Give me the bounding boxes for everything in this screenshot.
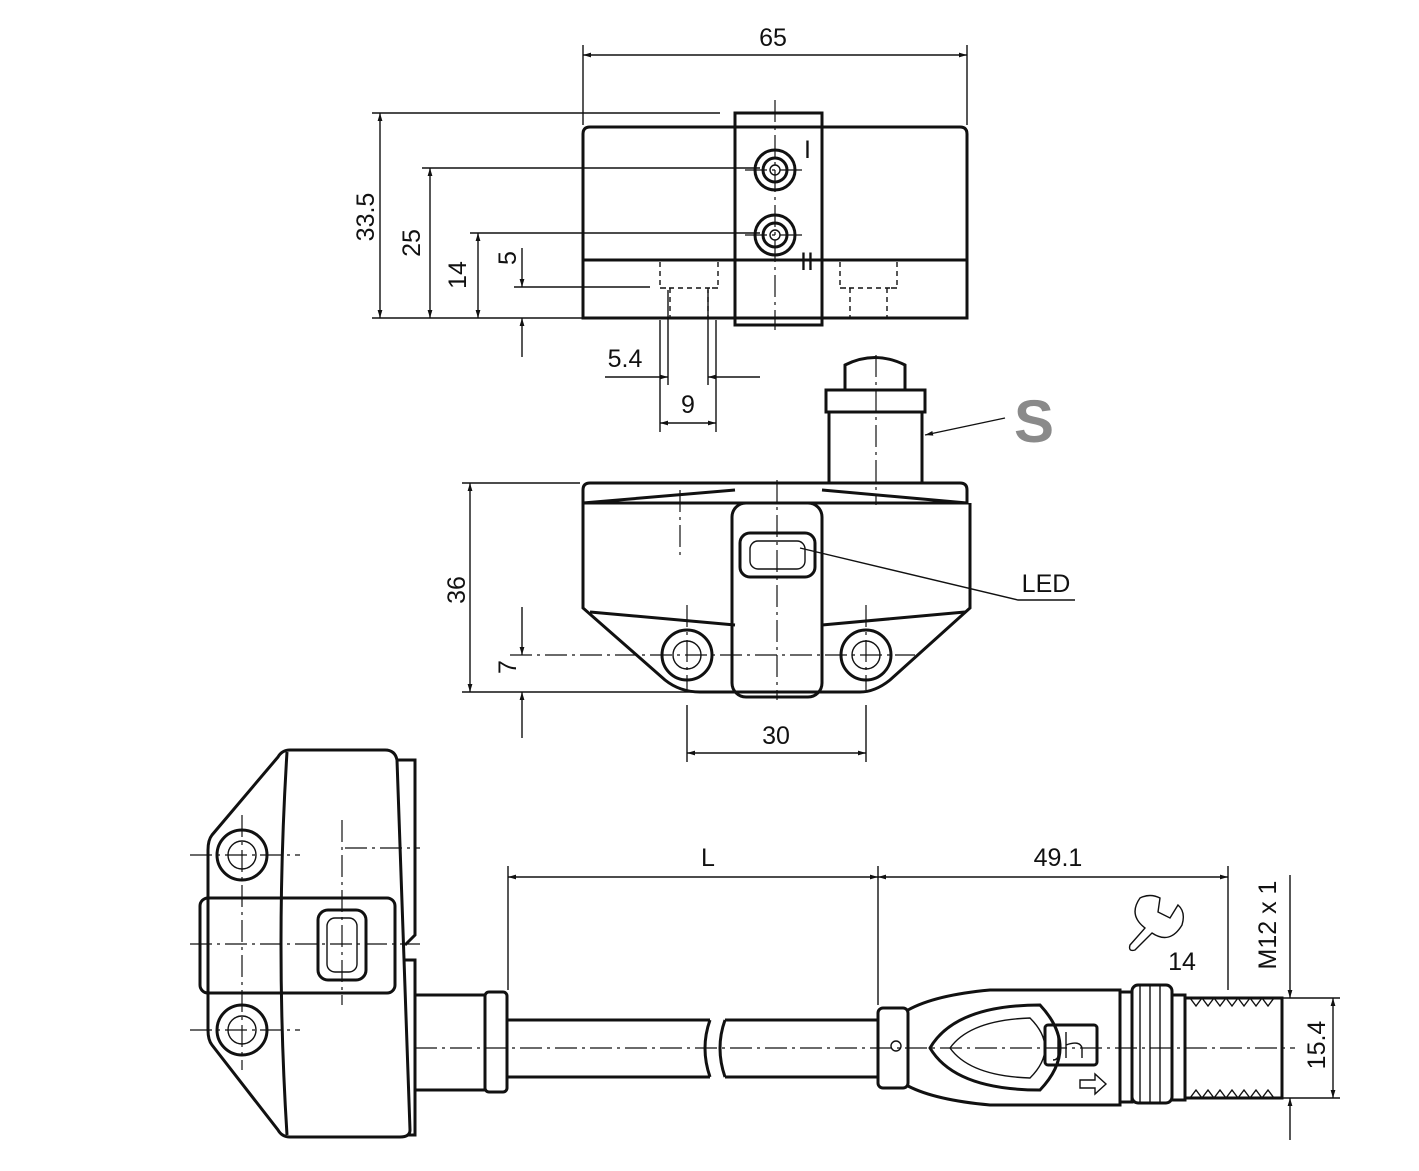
dim-counterbore: 9 [681,391,695,419]
dim-width: 65 [759,24,787,52]
led-label: LED [1022,570,1071,598]
sensing-face-label: S [1014,388,1054,455]
dim-connector-diameter: 15.4 [1303,1021,1331,1070]
wrench-icon [1128,894,1185,952]
dim-hole-spacing: 30 [762,722,790,750]
dim-body-height: 36 [443,576,471,604]
dim-hole-diameter: 5.4 [608,345,643,373]
dim-connector-length: 49.1 [1034,844,1083,872]
top-view: 65 33.5 25 14 5 5.4 9 I II [352,24,969,432]
channel-2-label: II [800,248,814,276]
dim-mount-offset: 7 [494,660,522,674]
side-view: L 49.1 M12 x 1 15.4 14 [190,748,1340,1140]
dim-thread: M12 x 1 [1254,881,1282,970]
dim-cable-length: L [701,844,715,872]
dim-height-total: 33.5 [352,193,380,242]
arrow-icon [1079,1072,1108,1096]
dim-step: 5 [494,251,522,265]
channel-1-label: I [804,136,811,164]
dim-height-hole-2: 14 [444,261,472,289]
dim-wrench-size: 14 [1168,948,1196,976]
manufacturer-logo-icon [1043,1023,1099,1067]
dim-height-hole-1: 25 [398,229,426,257]
front-view: 36 7 30 LED S [443,355,1075,762]
